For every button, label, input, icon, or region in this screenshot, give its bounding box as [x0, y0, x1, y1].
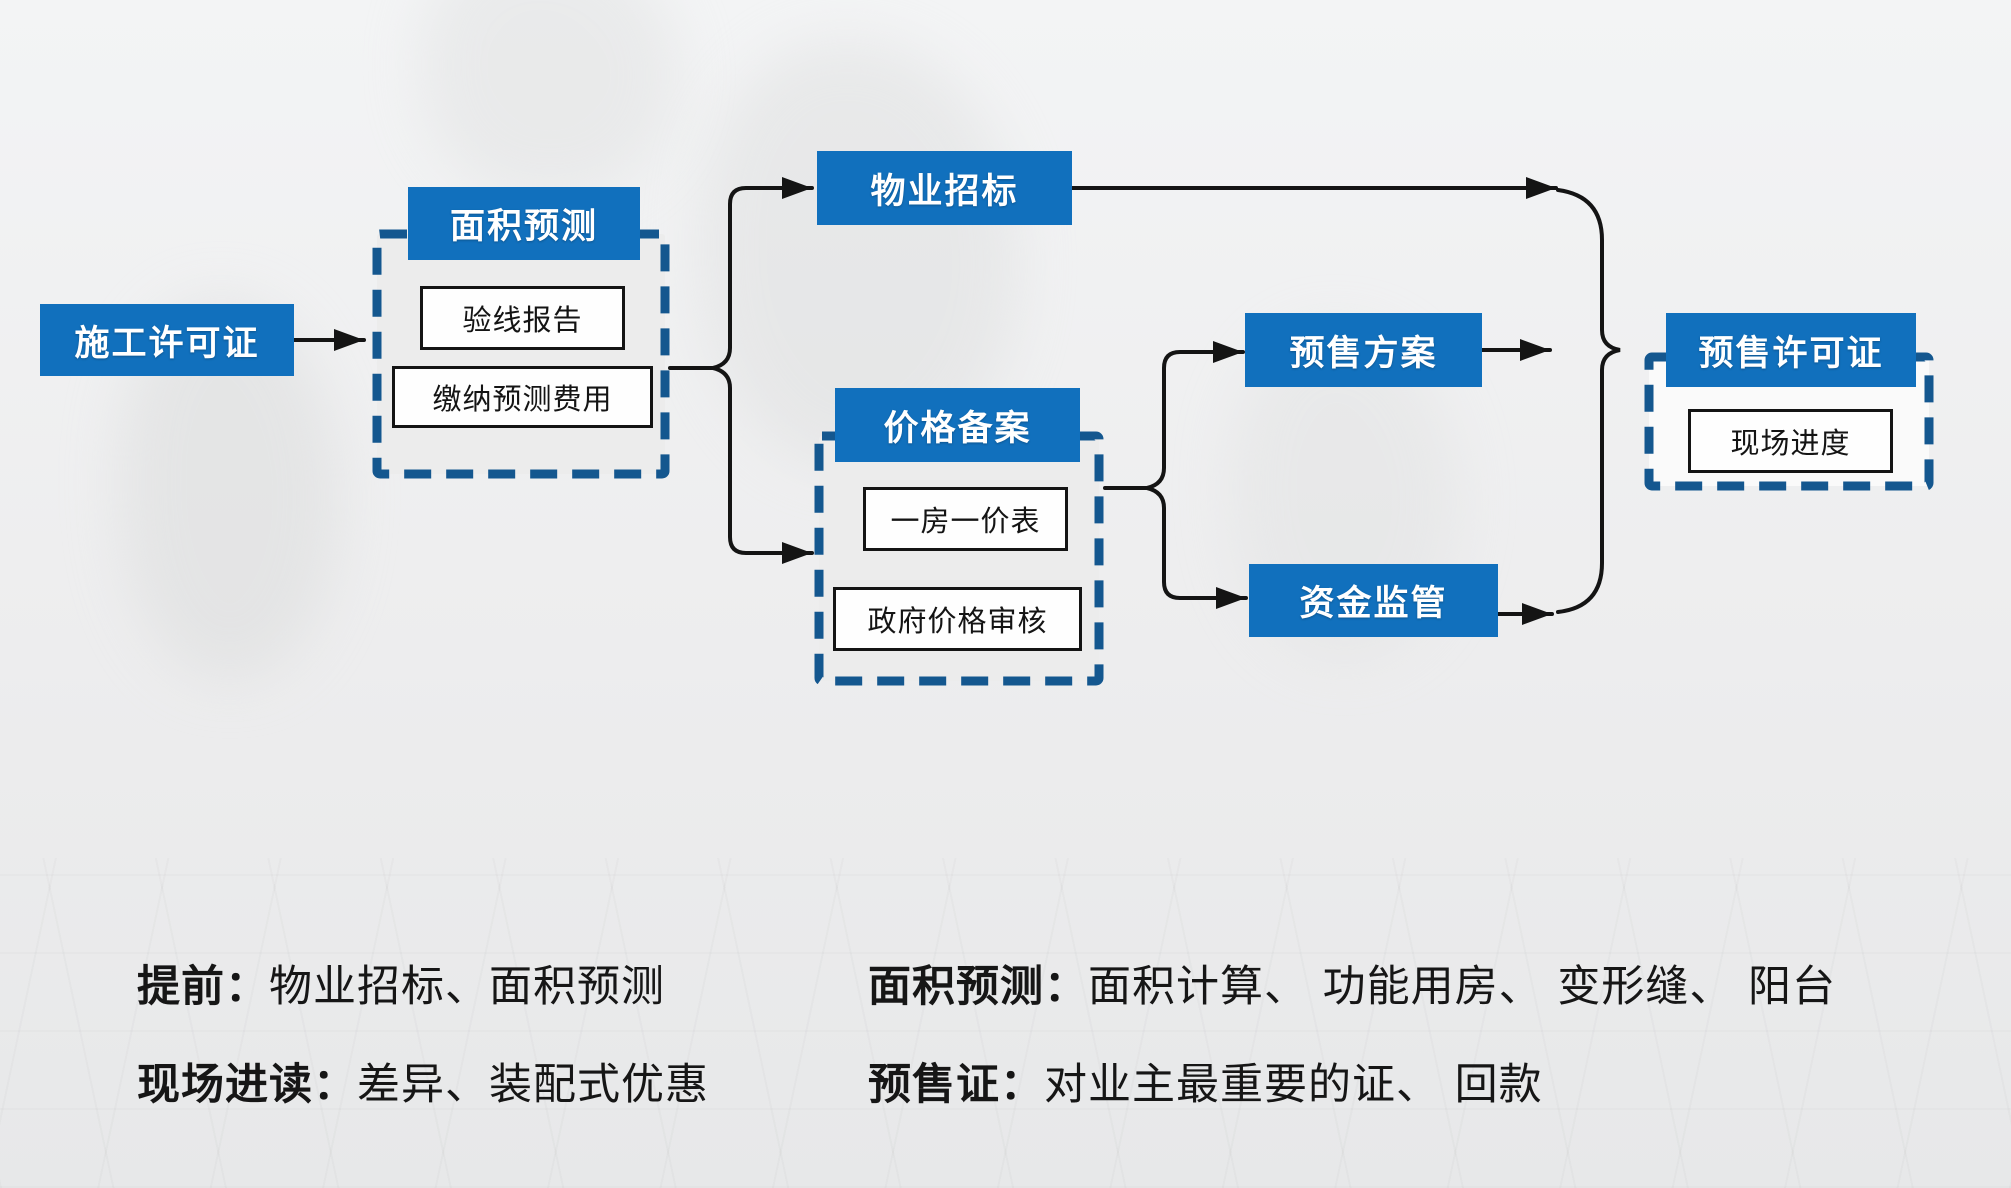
arrow-to-price: [711, 366, 814, 564]
note-presale-cert-text: 对业主最重要的证、 回款: [1044, 1060, 1543, 1110]
note-site-reading-text: 差异、装配式优惠: [357, 1060, 709, 1110]
note-area-prediction-text: 面积计算、 功能用房、 变形缝、 阳台: [1088, 962, 1837, 1012]
arrow-to-plan: [1145, 341, 1245, 490]
note-advance: 提前：物业招标、面积预测: [137, 952, 665, 1014]
permit-group-header: 预售许可证: [1666, 313, 1916, 387]
price-item-one-house-one-price: 一房一价表: [863, 487, 1068, 551]
permit-item-site-progress: 现场进度: [1688, 409, 1893, 473]
node-presale-plan: 预售方案: [1245, 313, 1482, 387]
node-fund-supervision: 资金监管: [1249, 564, 1498, 637]
node-property-bidding: 物业招标: [817, 151, 1072, 225]
note-area-prediction-label: 面积预测：: [868, 962, 1088, 1012]
area-group-dashed-border: [372, 229, 670, 479]
note-site-reading: 现场进读：差异、装配式优惠: [137, 1050, 709, 1112]
note-presale-cert: 预售证：对业主最重要的证、 回款: [868, 1050, 1543, 1112]
node-construction-permit: 施工许可证: [40, 304, 294, 376]
price-group-header: 价格备案: [835, 388, 1080, 462]
price-item-gov-price-audit: 政府价格审核: [833, 587, 1082, 651]
area-group-header: 面积预测: [408, 187, 640, 260]
note-presale-cert-label: 预售证：: [868, 1060, 1044, 1110]
area-item-line-report: 验线报告: [420, 286, 625, 350]
note-site-reading-label: 现场进读：: [137, 1060, 357, 1110]
arrow-to-property: [711, 177, 814, 370]
note-advance-text: 物业招标、面积预测: [269, 962, 665, 1012]
area-item-prediction-fee: 缴纳预测费用: [392, 366, 653, 428]
note-area-prediction: 面积预测：面积计算、 功能用房、 变形缝、 阳台: [868, 952, 1836, 1014]
converge-brace: [1556, 188, 1621, 614]
note-advance-label: 提前：: [137, 962, 269, 1012]
arrow-to-fund: [1145, 486, 1248, 609]
